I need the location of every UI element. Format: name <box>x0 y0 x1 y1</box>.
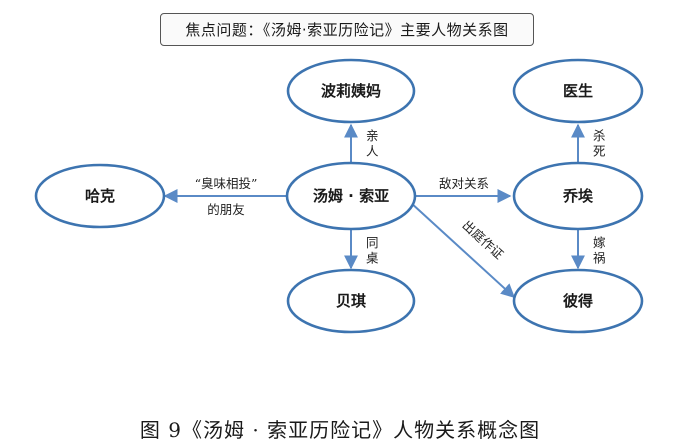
node-doctor-label: 医生 <box>563 82 593 100</box>
node-huck: 哈克 <box>34 163 166 229</box>
node-joe-label: 乔埃 <box>562 187 594 205</box>
label-doctor-relation: 杀死 <box>593 128 606 159</box>
focus-question-box: 焦点问题：《汤姆·索亚历险记》主要人物关系图 <box>160 13 534 46</box>
node-doctor: 医生 <box>512 58 644 124</box>
label-huck-relation-line1: “臭味相投” <box>195 176 258 191</box>
node-becky: 贝琪 <box>286 268 416 334</box>
svg-text:亲人: 亲人 <box>366 128 379 159</box>
focus-question-text: 焦点问题：《汤姆·索亚历险记》主要人物关系图 <box>185 21 509 39</box>
figure-caption: 图 9《汤姆 · 索亚历险记》人物关系概念图 <box>139 418 541 442</box>
node-aunt-polly: 波莉姨妈 <box>286 58 416 124</box>
edge-tom-peter <box>409 201 516 298</box>
label-becky-relation: 同桌 <box>366 235 379 266</box>
node-tom-sawyer-label: 汤姆 · 索亚 <box>313 187 389 205</box>
label-frame-relation: 嫁祸 <box>593 235 606 266</box>
node-joe: 乔埃 <box>512 161 644 231</box>
label-peter-relation: 出庭作证 <box>459 217 507 262</box>
label-huck-relation-line2: 的朋友 <box>207 202 245 217</box>
node-tom-sawyer: 汤姆 · 索亚 <box>285 161 417 231</box>
label-joe-relation: 敌对关系 <box>439 176 489 191</box>
node-aunt-polly-label: 波莉姨妈 <box>321 82 381 100</box>
label-aunt-relation: 亲人 <box>366 128 379 159</box>
node-huck-label: 哈克 <box>85 187 115 205</box>
node-becky-label: 贝琪 <box>336 292 366 310</box>
node-peter-label: 彼得 <box>563 292 593 310</box>
node-peter: 彼得 <box>512 268 644 334</box>
